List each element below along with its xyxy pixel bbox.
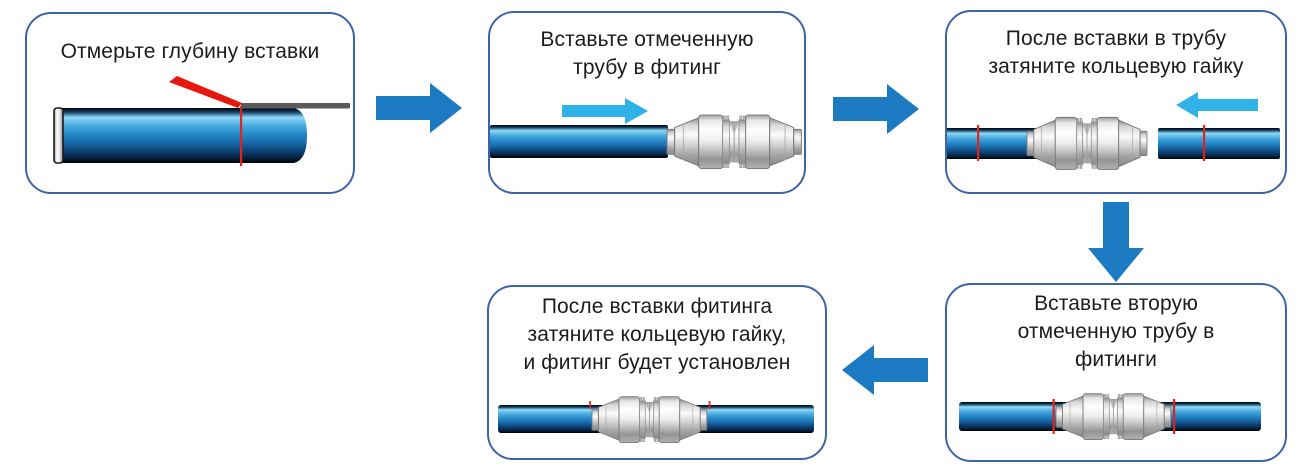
down-arrow-icon <box>1088 202 1144 282</box>
flow-arrow-step1-to-step2-right <box>376 83 462 133</box>
pipe <box>58 108 307 163</box>
right-arrow-icon <box>833 84 919 134</box>
compression-fitting <box>666 114 802 170</box>
depth-mark-left <box>977 125 980 161</box>
flow-arrow-step3-to-step4-down <box>1088 202 1144 282</box>
ruler <box>241 103 350 109</box>
marker-pen-icon <box>169 76 242 108</box>
step-5-caption: После вставки фитинга затяните кольцевую… <box>523 295 791 374</box>
step-3-caption: После вставки в трубу затяните кольцевую… <box>988 27 1244 78</box>
step-2-illustration <box>490 98 802 170</box>
flow-arrow-step2-to-step3-right <box>833 84 919 134</box>
step-3-illustration <box>947 92 1280 170</box>
insertion-depth-mark <box>240 106 243 166</box>
compression-fitting <box>591 396 708 443</box>
step-4-caption: Вставьте вторую отмеченную трубу в фитин… <box>1017 292 1215 371</box>
step-5-illustration <box>498 396 814 443</box>
compression-fitting <box>1026 116 1148 170</box>
residual-mark-left <box>589 401 591 409</box>
residual-mark-right <box>708 401 711 409</box>
second-pipe <box>1158 128 1280 159</box>
flow-arrow-step4-to-step5-left <box>842 345 928 395</box>
pipe <box>490 125 668 158</box>
depth-mark-right <box>1173 399 1176 434</box>
right-arrow-icon <box>376 83 462 133</box>
step-4-illustration <box>959 393 1261 440</box>
pipe-end-cap <box>53 107 64 164</box>
left-arrow-icon <box>842 345 928 395</box>
step-2-panel: Вставьте отмеченную трубу в фитинг <box>488 11 806 194</box>
depth-mark-left <box>1052 399 1055 434</box>
step-3-panel: После вставки в трубу затяните кольцевую… <box>945 10 1287 194</box>
step-1-illustration <box>53 76 350 166</box>
compression-fitting <box>1055 393 1172 440</box>
insert-left-arrow-icon <box>1176 92 1258 118</box>
step-1-caption: Отмерьте глубину вставки <box>60 40 320 63</box>
step-2-caption: Вставьте отмеченную трубу в фитинг <box>540 28 754 79</box>
depth-mark-right <box>1203 125 1206 161</box>
step-4-panel: Вставьте вторую отмеченную трубу в фитин… <box>945 283 1287 462</box>
step-1-panel: Отмерьте глубину вставки <box>25 12 355 194</box>
insert-right-arrow-icon <box>562 98 648 124</box>
step-5-panel: После вставки фитинга затяните кольцевую… <box>487 285 827 460</box>
